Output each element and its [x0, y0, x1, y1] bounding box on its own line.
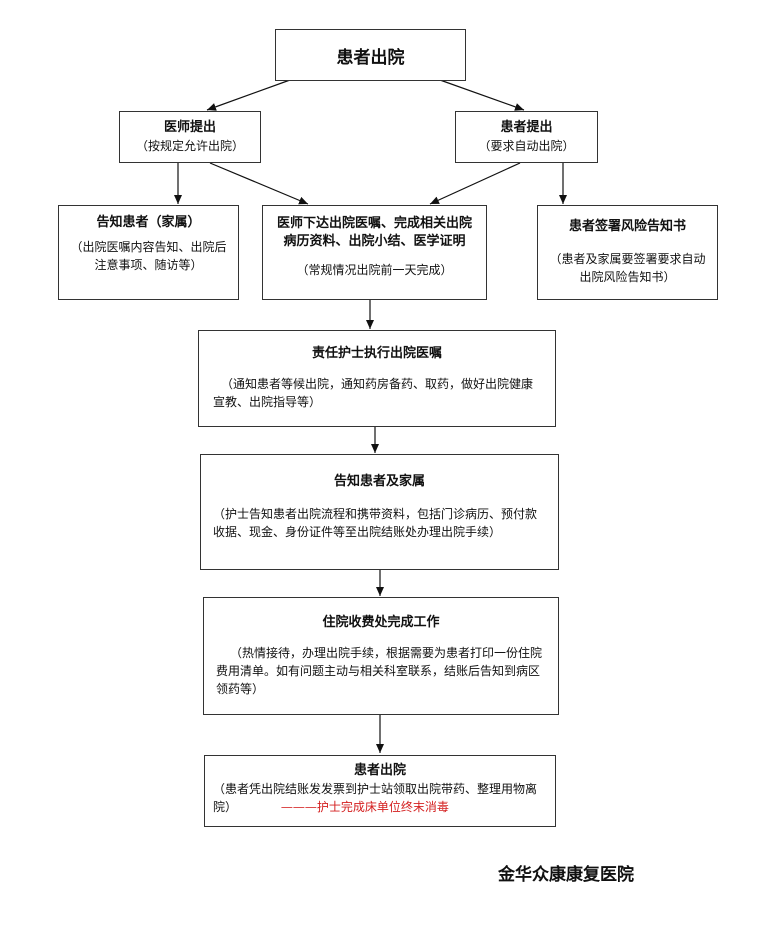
inform-family-sub: （护士告知患者出院流程和携带资料，包括门诊病历、预付款收据、现金、身份证件等至出… [213, 507, 538, 539]
patient-request-title: 患者提出 [500, 120, 553, 135]
arrow-doctor-to-orders [209, 162, 309, 205]
discharge-title: 患者出院 [353, 763, 406, 778]
billing-sub: （热情接待，办理出院手续，根据需要为患者打印一份住院费用清单。如有问题主动与相关… [216, 646, 543, 696]
arrow-patient-to-orders [429, 162, 521, 205]
doctor-request-sub: （按规定允许出院） [135, 139, 244, 153]
patient-request-sub: （要求自动出院） [478, 139, 575, 153]
doctor-orders-box: 医师下达出院医嘱、完成相关出院病历资料、出院小结、医学证明 （常规情况出院前一天… [262, 205, 487, 300]
risk-notice-box: 患者签署风险告知书 （患者及家属要签署要求自动出院风险告知书） [537, 205, 718, 300]
nurse-execute-title: 责任护士执行出院医嘱 [311, 346, 442, 361]
doctor-request-title: 医师提出 [163, 120, 216, 135]
nurse-execute-sub: （通知患者等候出院，通知药房备药、取药，做好出院健康宣教、出院指导等） [213, 377, 534, 409]
billing-box: 住院收费处完成工作 （热情接待，办理出院手续，根据需要为患者打印一份住院费用清单… [203, 597, 559, 715]
inform-patient-box: 告知患者（家属） （出院医嘱内容告知、出院后注意事项、随访等） [58, 205, 239, 300]
hospital-name: 金华众康康复医院 [498, 865, 634, 885]
discharge-text: （患者凭出院结账发发票到护士站领取出院带药、整理用物离院） ———护士完成床单位… [213, 780, 547, 816]
arrow-start-to-patient [439, 79, 525, 111]
doctor-orders-sub: （常规情况出院前一天完成） [296, 263, 453, 277]
nurse-execute-box: 责任护士执行出院医嘱 （通知患者等候出院，通知药房备药、取药，做好出院健康宣教、… [198, 330, 556, 427]
inform-family-box: 告知患者及家属 （护士告知患者出院流程和携带资料，包括门诊病历、预付款收据、现金… [200, 454, 559, 570]
arrow-start-to-doctor [206, 79, 291, 111]
start-title: 患者出院 [336, 47, 405, 68]
discharge-note: ———护士完成床单位终末消毒 [280, 800, 449, 814]
inform-family-title: 告知患者及家属 [333, 474, 425, 489]
discharge-box: 患者出院 （患者凭出院结账发发票到护士站领取出院带药、整理用物离院） ———护士… [204, 755, 556, 827]
patient-request-box: 患者提出 （要求自动出院） [455, 111, 598, 163]
risk-notice-title: 患者签署风险告知书 [568, 219, 686, 234]
discharge-sub: （患者凭出院结账发发票到护士站领取出院带药、整理用物离院） [213, 782, 538, 814]
doctor-orders-title: 医师下达出院医嘱、完成相关出院病历资料、出院小结、医学证明 [276, 216, 472, 249]
start-box: 患者出院 [275, 29, 466, 81]
risk-notice-sub: （患者及家属要签署要求自动出院风险告知书） [549, 252, 706, 284]
inform-patient-sub: （出院医嘱内容告知、出院后注意事项、随访等） [70, 240, 227, 272]
inform-patient-title: 告知患者（家属） [96, 215, 201, 230]
billing-title: 住院收费处完成工作 [322, 615, 440, 630]
doctor-request-box: 医师提出 （按规定允许出院） [119, 111, 261, 163]
